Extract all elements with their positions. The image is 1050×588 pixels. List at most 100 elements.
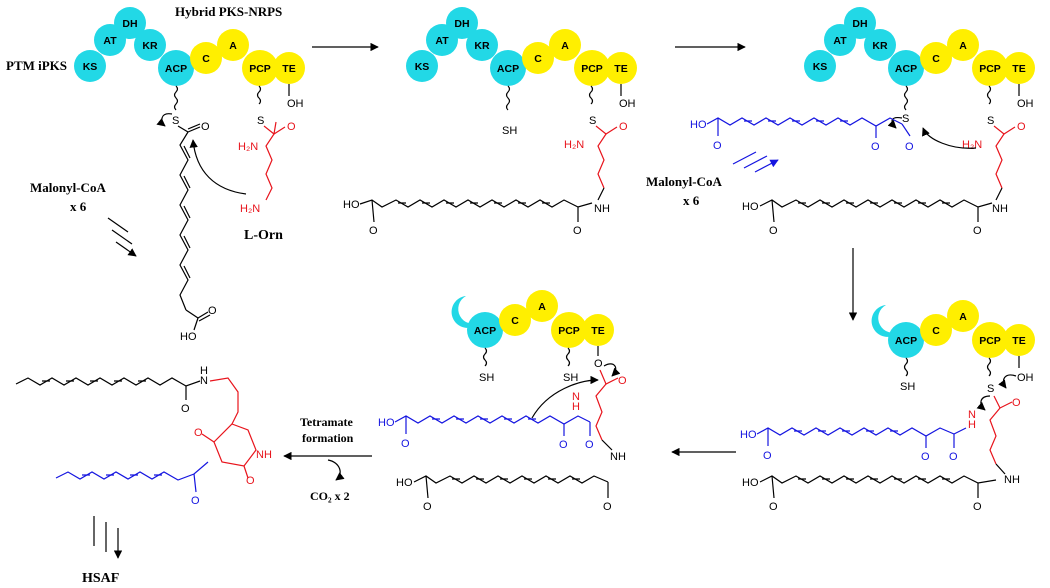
red-n-5: N — [572, 391, 580, 403]
te-oh: OH — [1017, 98, 1034, 110]
acid-o: O — [769, 501, 778, 513]
acp-label: ACP — [165, 63, 187, 75]
stage-3: DH AT KR KS ACP C A PCP TE S OH S O H₂N … — [804, 7, 1035, 215]
stage-5: ACP C A PCP TE SH SH O O N H NH HO O O O… — [378, 290, 627, 513]
carbonyl — [187, 126, 201, 133]
acp-label: ACP — [497, 63, 519, 75]
domain-pcp — [574, 50, 610, 86]
acp-sh: SH — [900, 381, 915, 393]
a-label: A — [959, 40, 967, 52]
domain-a — [217, 29, 249, 61]
ring-nh: NH — [256, 449, 272, 461]
acp-label: ACP — [474, 325, 496, 337]
acid-co-double — [198, 314, 211, 322]
orn-amine: H₂N — [962, 139, 982, 151]
amide-nh: NH — [992, 203, 1008, 215]
acp-tether — [903, 85, 909, 111]
orn-o: O — [287, 121, 296, 133]
blue-keto-o: O — [559, 439, 568, 451]
c-label: C — [534, 53, 542, 65]
te-attack-arrow — [998, 374, 1017, 389]
orn-sidechain — [597, 133, 607, 189]
orn-amine: H₂N — [564, 139, 584, 151]
domain-pcp — [972, 322, 1008, 358]
amide-nh: NH — [1004, 474, 1020, 486]
acp-label: ACP — [895, 63, 917, 75]
ring-co-top — [201, 433, 215, 443]
blue-acid-o: O — [713, 140, 722, 152]
cyclize-arrow-5 — [531, 375, 599, 419]
stage-3-blue-chain: HO O O O Malonyl-CoA x 6 — [646, 117, 914, 208]
ring-co-bottom — [243, 465, 249, 479]
malonyl-label-blue: Malonyl-CoA — [646, 174, 722, 189]
acid-o: O — [208, 305, 217, 317]
domain-ks — [804, 50, 836, 82]
pcp-tether — [986, 357, 992, 377]
acid-co — [197, 311, 209, 319]
pcp-tether — [588, 85, 594, 105]
domain-kr — [134, 29, 166, 61]
domain-kr — [466, 29, 498, 61]
product-blue-o: O — [191, 495, 200, 507]
pcp-sulfur: S — [257, 115, 264, 127]
pcp-tether — [256, 85, 262, 105]
nh-bond — [597, 187, 605, 201]
pcp-label: PCP — [979, 63, 1001, 75]
orn-sidechain-5 — [595, 383, 607, 441]
orn-thioester — [993, 125, 1016, 135]
at-label: AT — [103, 35, 117, 47]
te-oh: OH — [1017, 372, 1034, 384]
domain-c — [920, 42, 952, 74]
nh-bond — [995, 463, 1006, 475]
stage-4: ACP C A PCP TE SH S OH O N H NH HO O O O… — [740, 300, 1035, 513]
amide-o: O — [973, 501, 982, 513]
acid-co — [771, 475, 775, 499]
pcp-sh: SH — [563, 372, 578, 384]
acid-co — [771, 199, 775, 223]
domain-c — [920, 314, 952, 346]
x6-label-black: x 6 — [70, 199, 87, 214]
orn-o: O — [1017, 121, 1026, 133]
orn-delta-amine: H₂N — [240, 203, 260, 215]
blue-keto-o: O — [871, 141, 880, 153]
amide-nh: NH — [594, 203, 610, 215]
hsaf-label: HSAF — [82, 571, 119, 586]
final-arrows — [93, 516, 118, 558]
domain-c — [499, 304, 531, 336]
domain-at — [94, 24, 126, 56]
te-label: TE — [282, 63, 295, 75]
acid-co — [371, 199, 375, 223]
domain-te — [605, 52, 637, 84]
blue-polyene-4 — [756, 427, 967, 437]
acid-ho: HO — [742, 201, 759, 213]
kr-label: KR — [474, 40, 490, 52]
ring-o-top: O — [194, 427, 203, 439]
nh-bond — [995, 187, 1003, 201]
polyene-chain-1 — [179, 131, 189, 311]
te-label: TE — [614, 63, 627, 75]
tetramate-ring — [213, 423, 257, 467]
thioester-bond — [177, 125, 189, 133]
ks-label: KS — [83, 61, 98, 73]
c-label: C — [511, 315, 519, 327]
at-label: AT — [833, 35, 847, 47]
blue-amide-o: O — [949, 451, 958, 463]
stage-3-chain: HO O O — [742, 199, 993, 237]
domain-crescent — [871, 305, 900, 337]
orn-thioester — [595, 125, 618, 135]
pcp-tether — [565, 347, 571, 367]
product: O N H NH O O O — [15, 365, 272, 507]
release-arrow-4 — [976, 395, 991, 411]
blue-acid-o: O — [401, 438, 410, 450]
acid-ho: HO — [742, 477, 759, 489]
product-amide-o: O — [181, 403, 190, 415]
domain-a — [549, 29, 581, 61]
a-label: A — [561, 40, 569, 52]
te-oh: OH — [619, 98, 636, 110]
pcp-label: PCP — [581, 63, 603, 75]
amide-o: O — [973, 225, 982, 237]
release-arrow-3 — [887, 117, 903, 129]
stage-2: DH AT KR KS ACP C A PCP TE SH OH S O H₂N… — [406, 7, 637, 215]
